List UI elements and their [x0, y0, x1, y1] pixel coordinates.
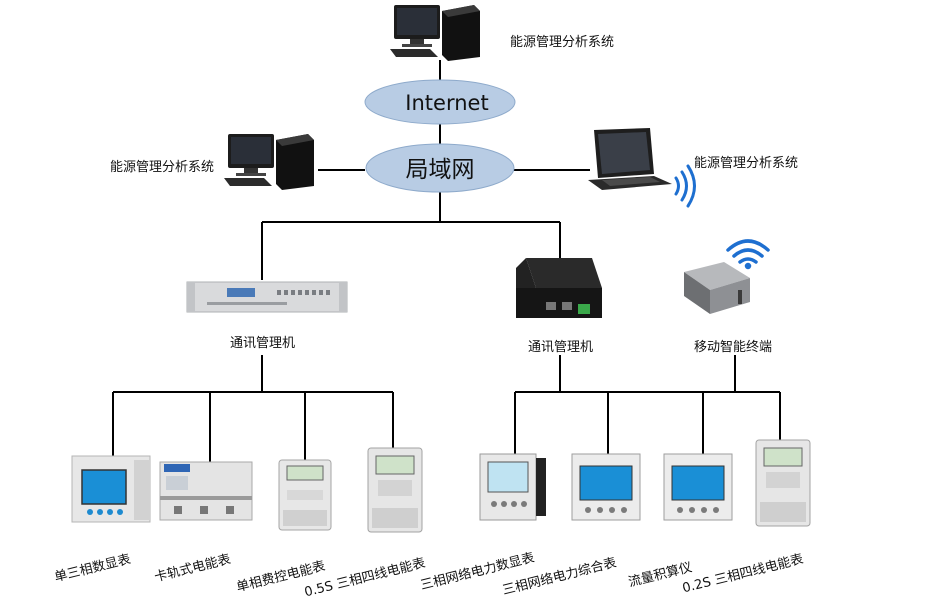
device-network-composite-meter-icon	[571, 453, 641, 521]
right-system-label: 能源管理分析系统	[694, 156, 799, 171]
wifi-signal-icon	[726, 239, 770, 270]
mobile-terminal-icon	[684, 262, 750, 314]
top-system-label: 能源管理分析系统	[510, 35, 615, 50]
comm-manager-rack-icon	[186, 281, 348, 313]
desktop-pc-icon	[390, 5, 480, 61]
comm-manager-box-icon	[516, 258, 602, 318]
desktop-pc-icon	[224, 134, 314, 190]
lan-node: 局域网	[365, 143, 515, 193]
connection-lines	[112, 60, 781, 465]
left-system-label: 能源管理分析系统	[110, 160, 215, 175]
device-network-meter-icon	[479, 453, 546, 521]
device-meter-icon	[71, 455, 151, 523]
internet-node: Internet	[364, 79, 516, 125]
device-three-phase-meter-icon	[755, 439, 811, 527]
device-three-phase-meter-icon	[367, 447, 423, 533]
comm-manager-right-label: 通讯管理机	[528, 340, 594, 355]
mobile-terminal-label: 移动智能终端	[694, 340, 773, 355]
device-din-meter-icon	[159, 461, 253, 521]
wifi-signal-icon	[674, 164, 696, 208]
laptop-icon	[588, 128, 672, 190]
lan-label: 局域网	[406, 157, 475, 183]
device-single-phase-meter-icon	[278, 459, 332, 531]
device-flow-totalizer-icon	[663, 453, 733, 521]
internet-label: Internet	[405, 91, 488, 115]
comm-manager-left-label: 通讯管理机	[230, 336, 296, 351]
